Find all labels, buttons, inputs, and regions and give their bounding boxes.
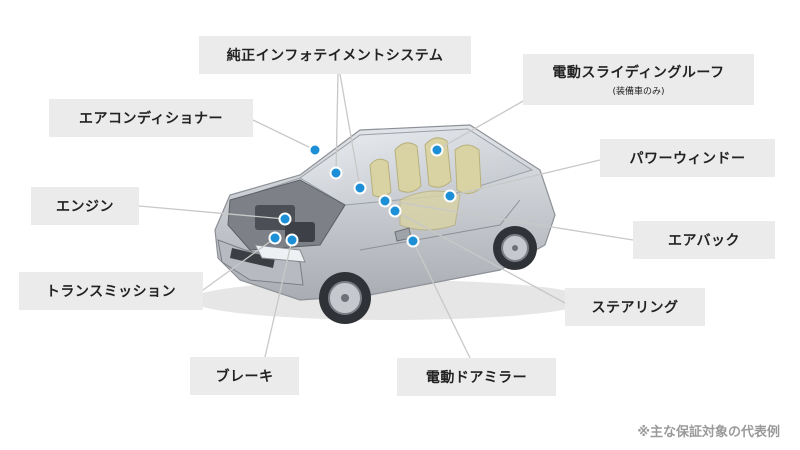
label-aircon: エアコンディショナー [49, 99, 253, 137]
marker-mirror [406, 234, 420, 248]
footnote: ※主な保証対象の代表例 [637, 425, 780, 440]
label-aircon-text: エアコンディショナー [78, 111, 224, 127]
marker-infotainment [329, 166, 343, 180]
label-mirror: 電動ドアミラー [397, 358, 556, 396]
marker-infotainment-2 [353, 181, 367, 195]
markers [268, 143, 457, 248]
marker-window [443, 189, 457, 203]
marker-aircon [308, 143, 322, 157]
marker-brake [285, 233, 299, 247]
label-airbag: エアバック [633, 221, 775, 259]
front-wheel [319, 272, 371, 324]
marker-engine [278, 212, 292, 226]
label-sunroof-note: (装備車のみ) [612, 87, 665, 97]
label-power-window: パワーウィンドー [600, 139, 775, 177]
label-steering: ステアリング [565, 288, 705, 326]
label-brake: ブレーキ [190, 357, 299, 395]
label-steering-text: ステアリング [591, 300, 679, 316]
label-sunroof: 電動スライディングルーフ (装備車のみ) [523, 54, 754, 105]
label-airbag-text: エアバック [668, 233, 740, 249]
label-power-window-text: パワーウィンドー [629, 151, 746, 167]
marker-sunroof [430, 143, 444, 157]
label-engine: エンジン [31, 187, 139, 225]
label-sunroof-text: 電動スライディングルーフ [552, 65, 725, 81]
marker-airbag [378, 194, 392, 208]
marker-transmission [268, 231, 282, 245]
leader-lines [138, 73, 634, 359]
label-infotainment: 純正インフォテイメントシステム [199, 36, 471, 74]
label-mirror-text: 電動ドアミラー [425, 370, 528, 386]
label-transmission-text: トランスミッション [45, 284, 177, 300]
rear-wheel [493, 226, 537, 270]
car-illustration [190, 124, 590, 324]
label-engine-text: エンジン [56, 199, 114, 215]
label-transmission: トランスミッション [19, 272, 203, 310]
label-brake-text: ブレーキ [215, 369, 274, 385]
label-infotainment-text: 純正インフォテイメントシステム [226, 48, 444, 64]
seats [369, 137, 482, 231]
marker-steering [388, 204, 402, 218]
